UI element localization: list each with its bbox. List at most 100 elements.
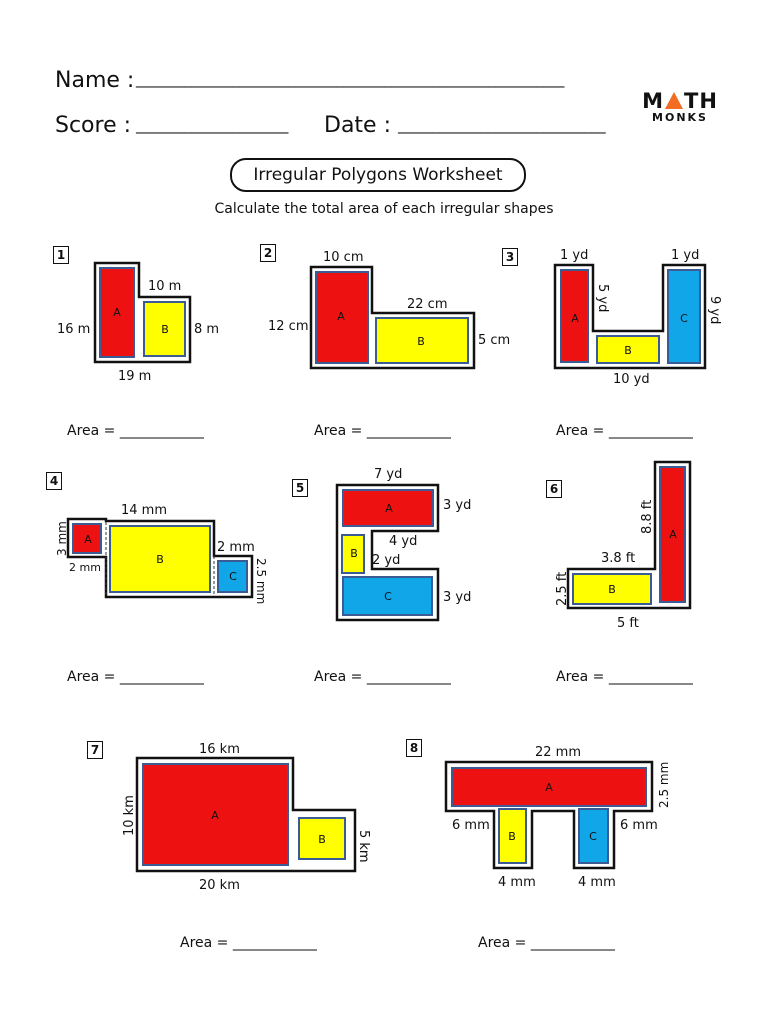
shape-2-label-b: B [417, 335, 425, 348]
dim-4-far-right: 2.5 mm [254, 558, 268, 604]
dim-5-inner: 4 yd [389, 534, 417, 549]
problem-number-1: 1 [53, 246, 69, 264]
date-label: Date : [324, 113, 391, 138]
shape-3-rect-c [667, 269, 701, 364]
shape-5-label-c: C [384, 590, 392, 603]
problem-number-8: 8 [406, 739, 422, 757]
dim-1-left: 16 m [57, 322, 90, 337]
shape-3-label-a: A [571, 312, 579, 325]
shape-1-rect-b [143, 301, 186, 357]
dim-4-top: 14 mm [121, 503, 167, 518]
area-answer-1[interactable]: Area = ____________ [67, 423, 204, 439]
problem-number-7: 7 [87, 741, 103, 759]
shape-3-label-b: B [624, 344, 632, 357]
shape-8-rect-b [498, 808, 527, 864]
worksheet-instructions: Calculate the total area of each irregul… [214, 201, 554, 217]
shape-7-label-a: A [211, 809, 219, 822]
shape-5-outline [335, 483, 440, 622]
shape-6-label-b: B [608, 583, 616, 596]
shape-6-rect-b [572, 573, 652, 605]
shape-4-rect-a [72, 523, 102, 554]
dim-2-left: 12 cm [268, 319, 309, 334]
shape-8-label-a: A [545, 781, 553, 794]
problem-number-4: 4 [46, 472, 62, 490]
shape-4-label-c: C [229, 570, 237, 583]
shape-2-label-a: A [337, 310, 345, 323]
name-line[interactable]: ________________________________________… [136, 70, 564, 88]
shape-2-rect-a [315, 271, 369, 364]
shape-7-rect-a [142, 763, 289, 866]
shape-5-rect-c [342, 576, 433, 616]
area-answer-4[interactable]: Area = ____________ [67, 669, 204, 685]
dim-3-bottom: 10 yd [613, 372, 650, 387]
problem-number-5: 5 [292, 479, 308, 497]
shape-2-rect-b [375, 317, 469, 364]
shape-3-label-c: C [680, 312, 688, 325]
dim-7-left: 10 km [122, 795, 137, 836]
shape-4-rect-b [109, 525, 211, 593]
shape-1-outline [93, 261, 192, 364]
dim-7-right: 5 km [356, 830, 371, 863]
shape-4-outline [66, 517, 254, 599]
worksheet-title: Irregular Polygons Worksheet [230, 158, 526, 192]
shape-4-rect-c [217, 560, 248, 593]
dim-7-bottom: 20 km [199, 878, 240, 893]
dim-3-inner: 5 yd [595, 284, 610, 312]
area-answer-8[interactable]: Area = ____________ [478, 935, 615, 951]
dim-3-top-right: 1 yd [671, 248, 699, 263]
shape-7-outline [135, 756, 357, 873]
shape-8-outline [444, 760, 654, 870]
dim-1-top: 10 m [148, 279, 181, 294]
dim-6-right: 8.8 ft [640, 500, 655, 534]
dim-2-right: 5 cm [478, 333, 510, 348]
dim-8-bottom-left: 4 mm [498, 875, 536, 890]
dim-1-right: 8 m [194, 322, 219, 337]
dim-8-bottom-right: 4 mm [578, 875, 616, 890]
dim-2-mid: 22 cm [407, 297, 448, 312]
logo-triangle-icon [665, 92, 683, 109]
shape-1-label-b: B [161, 323, 169, 336]
dim-8-left-leg: 6 mm [452, 818, 490, 833]
shape-2-outline [309, 265, 476, 370]
shape-8-label-c: C [589, 830, 597, 843]
shape-1-label-a: A [113, 306, 121, 319]
area-answer-2[interactable]: Area = ____________ [314, 423, 451, 439]
shape-4-label-a: A [84, 533, 92, 546]
dim-7-top: 16 km [199, 742, 240, 757]
problem-number-2: 2 [260, 244, 276, 262]
dim-2-top: 10 cm [323, 250, 364, 265]
shape-5-rect-a [342, 489, 434, 527]
dim-4-bottom-left: 2 mm [69, 561, 101, 574]
area-answer-5[interactable]: Area = ____________ [314, 669, 451, 685]
dim-5-top: 7 yd [374, 467, 402, 482]
area-answer-3[interactable]: Area = ____________ [556, 423, 693, 439]
logo-monks: MONKS [652, 111, 708, 124]
shape-6-outline [566, 460, 692, 610]
score-label: Score : [55, 113, 132, 138]
shape-7-rect-b [298, 817, 346, 860]
dim-6-mid: 3.8 ft [601, 551, 635, 566]
score-line[interactable]: ______________________ [136, 116, 288, 134]
shape-5-label-b: B [350, 547, 358, 560]
dim-6-bottom: 5 ft [617, 616, 639, 631]
dim-3-top-left: 1 yd [560, 248, 588, 263]
dim-4-left: 3 mm [55, 521, 69, 556]
shape-6-rect-a [659, 466, 686, 603]
shape-6-label-a: A [669, 528, 677, 541]
date-line[interactable]: ______________________________ [398, 116, 606, 134]
dim-8-right-leg: 6 mm [620, 818, 658, 833]
shape-4-label-b: B [156, 553, 164, 566]
shape-5-rect-b [341, 534, 365, 574]
dim-5-right-bottom: 3 yd [443, 590, 471, 605]
dim-6-left: 2.5 ft [555, 572, 570, 606]
dim-8-top: 22 mm [535, 745, 581, 760]
area-answer-7[interactable]: Area = ____________ [180, 935, 317, 951]
dim-5-inner-left: 2 yd [372, 553, 400, 568]
shape-1-rect-a [99, 267, 135, 358]
logo-m: M [642, 89, 664, 113]
area-answer-6[interactable]: Area = ____________ [556, 669, 693, 685]
shape-3-rect-a [560, 269, 589, 363]
dim-4-right: 2 mm [217, 540, 255, 555]
